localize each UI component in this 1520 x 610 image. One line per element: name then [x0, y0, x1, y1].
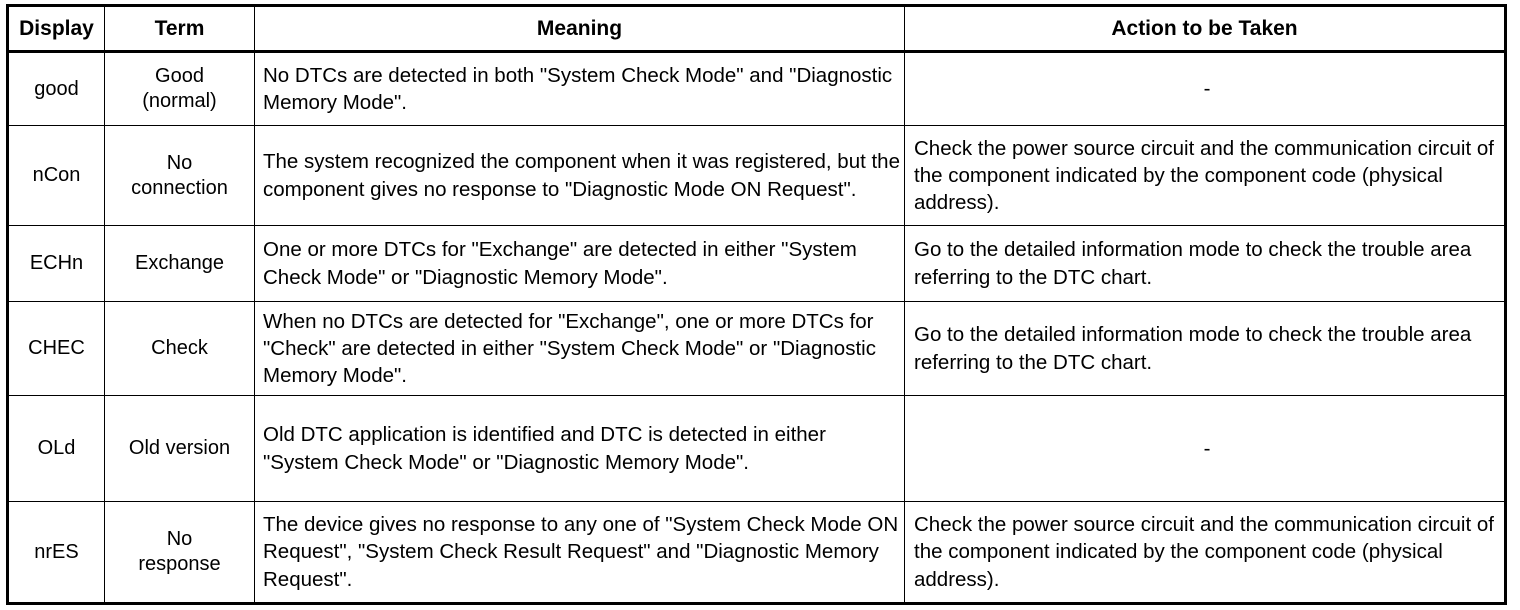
- meaning-text: One or more DTCs for "Exchange" are dete…: [263, 238, 857, 289]
- term-line-1: Exchange: [135, 252, 224, 274]
- term-line-2: (normal): [142, 90, 217, 112]
- cell-action: Check the power source circuit and the c…: [904, 125, 1506, 226]
- term-text: Exchange: [105, 249, 254, 278]
- cell-display: nCon: [7, 125, 105, 226]
- table-row: nrES No response The device gives no res…: [7, 501, 1506, 604]
- cell-display: CHEC: [7, 301, 105, 396]
- term-text: Good (normal): [105, 62, 254, 116]
- term-line-1: Good: [155, 65, 204, 87]
- cell-meaning: When no DTCs are detected for "Exchange"…: [254, 301, 905, 396]
- term-text: No response: [105, 525, 254, 579]
- action-text: -: [1203, 77, 1211, 101]
- display-code: ECHn: [29, 252, 84, 274]
- cell-action: -: [904, 395, 1506, 502]
- cell-term: Good (normal): [104, 51, 255, 126]
- cell-display: OLd: [7, 395, 105, 502]
- cell-meaning: No DTCs are detected in both "System Che…: [254, 51, 905, 126]
- display-code: nCon: [32, 164, 81, 186]
- cell-term: Exchange: [104, 225, 255, 302]
- cell-display: nrES: [7, 501, 105, 604]
- cell-action: Go to the detailed information mode to c…: [904, 301, 1506, 396]
- cell-action: Go to the detailed information mode to c…: [904, 225, 1506, 302]
- cell-display: good: [7, 51, 105, 126]
- cell-term: Check: [104, 301, 255, 396]
- table-row: nCon No connection The system recognized…: [7, 125, 1506, 226]
- display-code: good: [34, 77, 79, 100]
- term-line-2: response: [138, 553, 221, 575]
- table-row: OLd Old version Old DTC application is i…: [7, 395, 1506, 502]
- table-row: good Good (normal) No DTCs are detected …: [7, 51, 1506, 126]
- cell-meaning: One or more DTCs for "Exchange" are dete…: [254, 225, 905, 302]
- dtc-display-table-container: Display Term Meaning Action to be Taken …: [6, 4, 1507, 605]
- table-row: CHEC Check When no DTCs are detected for…: [7, 301, 1506, 396]
- term-line-2: connection: [131, 176, 228, 199]
- meaning-text: The device gives no response to any one …: [263, 513, 899, 591]
- meaning-text: When no DTCs are detected for "Exchange"…: [263, 309, 876, 388]
- cell-action: -: [904, 51, 1506, 126]
- term-line-1: No: [166, 528, 193, 550]
- action-text: Go to the detailed information mode to c…: [914, 323, 1472, 374]
- term-line-1: Check: [151, 337, 208, 359]
- term-text: Old version: [105, 434, 254, 463]
- action-text: -: [1203, 436, 1211, 460]
- dtc-display-table: Display Term Meaning Action to be Taken …: [6, 4, 1507, 605]
- action-text: Check the power source circuit and the c…: [914, 513, 1494, 591]
- meaning-text: Old DTC application is identified and DT…: [263, 423, 826, 474]
- column-header-action: Action to be Taken: [904, 5, 1506, 53]
- meaning-text: No DTCs are detected in both "System Che…: [263, 63, 893, 114]
- cell-meaning: The device gives no response to any one …: [254, 501, 905, 604]
- column-header-term: Term: [104, 5, 255, 53]
- cell-term: Old version: [104, 395, 255, 502]
- cell-meaning: Old DTC application is identified and DT…: [254, 395, 905, 502]
- cell-term: No response: [104, 501, 255, 604]
- display-code: nrES: [34, 540, 79, 563]
- term-line-1: No: [166, 151, 193, 174]
- term-text: No connection: [105, 149, 254, 203]
- table-row: ECHn Exchange One or more DTCs for "Exch…: [7, 225, 1506, 302]
- term-text: Check: [105, 334, 254, 363]
- display-code: OLd: [37, 437, 76, 459]
- column-header-meaning: Meaning: [254, 5, 905, 53]
- cell-term: No connection: [104, 125, 255, 226]
- term-line-1: Old version: [128, 437, 231, 459]
- action-text: Check the power source circuit and the c…: [914, 136, 1494, 215]
- display-code: CHEC: [28, 337, 85, 359]
- column-header-display: Display: [7, 5, 105, 53]
- cell-meaning: The system recognized the component when…: [254, 125, 905, 226]
- cell-action: Check the power source circuit and the c…: [904, 501, 1506, 604]
- table-header-row: Display Term Meaning Action to be Taken: [7, 5, 1506, 53]
- cell-display: ECHn: [7, 225, 105, 302]
- meaning-text: The system recognized the component when…: [263, 150, 900, 201]
- action-text: Go to the detailed information mode to c…: [914, 238, 1472, 289]
